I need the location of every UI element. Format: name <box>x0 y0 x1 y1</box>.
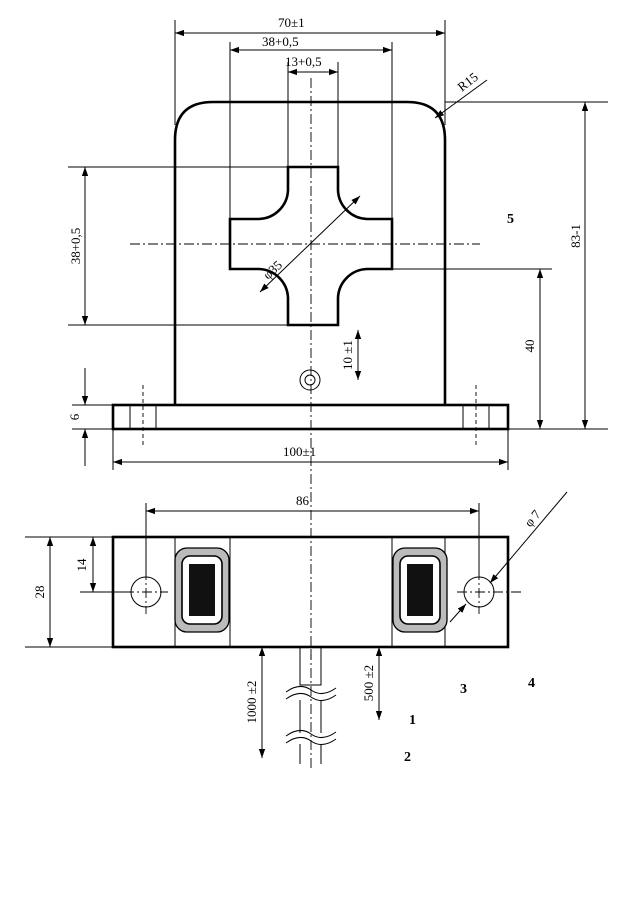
mounting-hole-outer <box>299 369 321 391</box>
coil-left <box>174 547 230 633</box>
dim-lead-length-long: 1000 ±2 <box>244 681 259 724</box>
callout-5: 5 <box>507 212 514 227</box>
dim-window-height: 38+0,5 <box>68 228 83 265</box>
mounting-hole-inner <box>304 374 316 386</box>
dim-corner-radius: R15 <box>454 69 480 94</box>
dim-overall-width: 70±1 <box>278 15 305 30</box>
dim-base-thickness: 6 <box>67 413 82 420</box>
callout-2: 2 <box>404 750 411 765</box>
callout-labels: 1 2 3 4 5 <box>404 212 535 765</box>
callout-3: 3 <box>460 682 467 697</box>
dim-slot-width: 13+0,5 <box>285 54 322 69</box>
dim-lead-length-short: 500 ±2 <box>361 665 376 701</box>
dim-hole-edge-offset: 14 <box>74 558 89 572</box>
dim-base-width: 100±1 <box>283 444 316 459</box>
callout-4: 4 <box>528 676 535 691</box>
dim-mount-hole-diameter: φ 7 <box>521 506 544 529</box>
dim-overall-height: 83-1 <box>568 224 583 248</box>
callout-1: 1 <box>409 713 416 728</box>
front-view: 70±1 38+0,5 13+0,5 R15 38+0,5 φ35 83-1 4… <box>67 15 608 660</box>
plan-view: 86 φ 7 28 14 1000 ±2 <box>25 491 568 770</box>
dim-center-height: 40 <box>522 340 537 353</box>
dim-depth: 28 <box>32 586 47 599</box>
dim-mount-hole-offset: 10 ±1 <box>340 340 355 370</box>
lead-cable <box>285 646 337 770</box>
housing-outline <box>173 100 447 405</box>
dim-window-width: 38+0,5 <box>262 34 299 49</box>
base-flange <box>111 403 510 431</box>
base-plate <box>111 535 510 649</box>
coil-right <box>392 547 448 633</box>
dim-hole-spacing: 86 <box>296 493 310 508</box>
